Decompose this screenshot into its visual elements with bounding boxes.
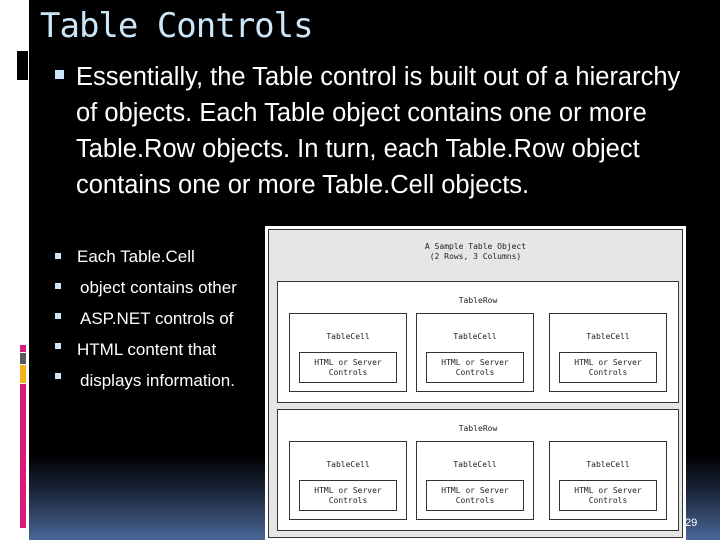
content-line2: Controls — [328, 368, 368, 377]
content-line2: Controls — [588, 496, 628, 505]
decor-block — [17, 51, 28, 80]
table-cell-box: TableCell HTML or Server Controls — [416, 441, 534, 520]
table-row-box: TableRow TableCell HTML or Server Contro… — [277, 281, 679, 403]
bullet-icon — [55, 343, 61, 349]
accent-bar-magenta-top — [20, 345, 26, 352]
table-object-box: A Sample Table Object (2 Rows, 3 Columns… — [268, 229, 683, 538]
cell-label: TableCell — [326, 460, 370, 469]
sub-bullet-text: object contains other — [80, 278, 237, 297]
table-cell-box: TableCell HTML or Server Controls — [549, 313, 667, 392]
table-cell-box: TableCell HTML or Server Controls — [416, 313, 534, 392]
content-line2: Controls — [588, 368, 628, 377]
accent-bar-orange — [20, 365, 26, 383]
table-hierarchy-diagram: A Sample Table Object (2 Rows, 3 Columns… — [265, 226, 686, 540]
content-box: HTML or Server Controls — [559, 352, 657, 383]
content-line1: HTML or Server — [441, 358, 509, 367]
content-box: HTML or Server Controls — [426, 480, 524, 511]
table-cell-box: TableCell HTML or Server Controls — [549, 441, 667, 520]
content-box: HTML or Server Controls — [299, 480, 397, 511]
table-row-box: TableRow TableCell HTML or Server Contro… — [277, 409, 679, 531]
sub-bullet-text: HTML content that — [77, 340, 217, 359]
content-line2: Controls — [455, 496, 495, 505]
slide-title: Table Controls — [40, 6, 314, 46]
diagram-subtitle: (2 Rows, 3 Columns) — [429, 252, 522, 261]
row-label: TableRow — [458, 296, 498, 305]
cell-label: TableCell — [326, 332, 370, 341]
content-line1: HTML or Server — [574, 358, 642, 367]
row-label: TableRow — [458, 424, 498, 433]
accent-bar-magenta — [20, 384, 26, 528]
cell-label: TableCell — [453, 460, 497, 469]
table-cell-box: TableCell HTML or Server Controls — [289, 313, 407, 392]
sub-bullet-text: Each Table.Cell — [77, 247, 195, 266]
bullet-icon — [55, 253, 61, 259]
content-line2: Controls — [328, 496, 368, 505]
content-box: HTML or Server Controls — [299, 352, 397, 383]
bullet-icon — [55, 283, 61, 289]
sub-bullet-text: ASP.NET controls of — [80, 309, 234, 328]
diagram-title: A Sample Table Object — [424, 242, 527, 251]
content-line1: HTML or Server — [314, 486, 382, 495]
content-line1: HTML or Server — [441, 486, 509, 495]
content-box: HTML or Server Controls — [426, 352, 524, 383]
cell-label: TableCell — [586, 460, 630, 469]
page-number: 29 — [685, 517, 698, 529]
content-line1: HTML or Server — [314, 358, 382, 367]
content-line1: HTML or Server — [574, 486, 642, 495]
main-bullet-text: Essentially, the Table control is built … — [76, 63, 681, 199]
content-box: HTML or Server Controls — [559, 480, 657, 511]
content-line2: Controls — [455, 368, 495, 377]
bullet-icon — [55, 313, 61, 319]
cell-label: TableCell — [586, 332, 630, 341]
bullet-icon — [55, 70, 64, 79]
cell-label: TableCell — [453, 332, 497, 341]
sub-bullet-text: displays information. — [80, 371, 235, 390]
bullet-icon — [55, 373, 61, 379]
table-cell-box: TableCell HTML or Server Controls — [289, 441, 407, 520]
accent-bar-gray — [20, 353, 26, 364]
